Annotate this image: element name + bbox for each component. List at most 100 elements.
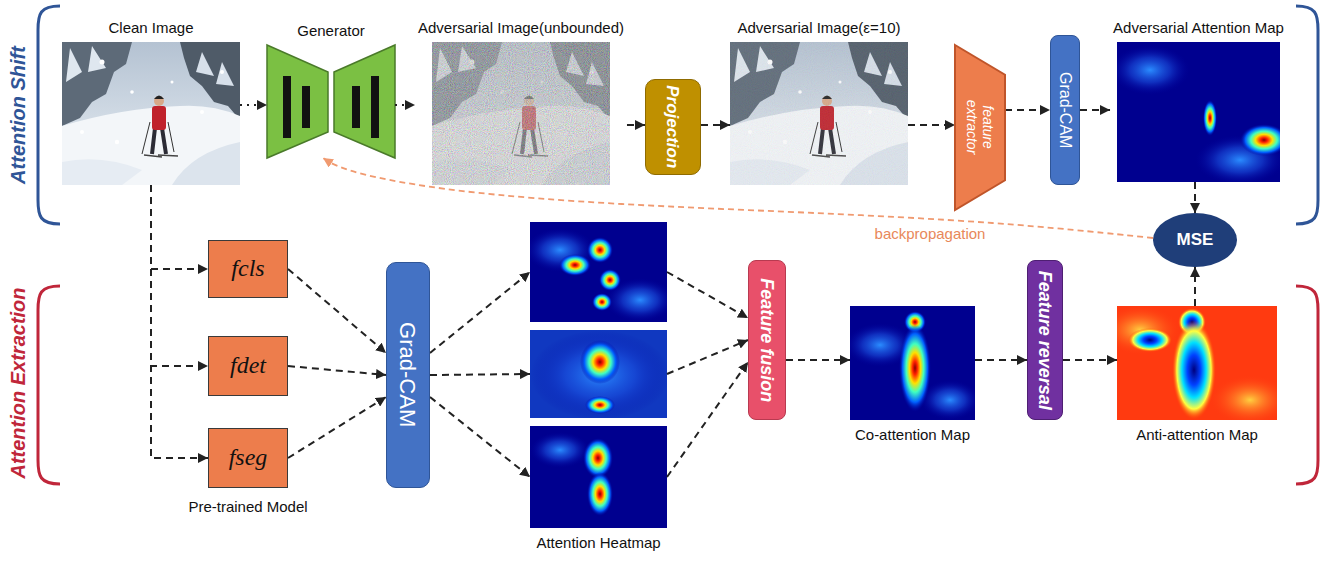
loss-ellipse: MSE	[1153, 213, 1237, 267]
illustration-part	[1117, 306, 1180, 355]
gradcam-box: Grad-CAM	[1050, 35, 1080, 185]
illustration-part	[1203, 100, 1217, 136]
box-label: fdet	[230, 352, 266, 380]
heatmap	[1117, 42, 1280, 182]
connector	[667, 272, 748, 318]
connector	[786, 359, 850, 361]
connector	[151, 185, 208, 458]
connector	[1005, 109, 1050, 111]
panel-title: Attention Heatmap	[536, 534, 660, 551]
connector	[667, 340, 748, 374]
illustration-part	[432, 42, 610, 185]
illustration-part	[38, 286, 60, 484]
generator-network: Generator	[267, 22, 395, 158]
illustration-part	[371, 76, 379, 138]
process-box: Feature fusion	[748, 260, 786, 420]
illustration-part	[583, 438, 613, 478]
box-label: fcls	[231, 255, 264, 283]
box-label: Grad-CAM	[1056, 72, 1074, 148]
heatmap	[530, 426, 667, 528]
connector	[627, 124, 645, 126]
illustration-part	[587, 472, 613, 516]
connector	[323, 158, 1153, 238]
noisy-image	[432, 42, 610, 185]
heatmap	[1117, 306, 1277, 420]
image-panel: Clean Image	[62, 19, 240, 185]
connector	[151, 185, 208, 366]
image-panel: Adversarial Image(ε=10)	[730, 19, 908, 185]
adversarial-image	[730, 42, 908, 185]
panel-title: Anti-attention Map	[1136, 426, 1258, 443]
section-label: Attention Shift	[7, 46, 30, 184]
section-label: Attention Extraction	[7, 287, 30, 478]
panel-title: Adversarial Image(unbounded)	[418, 19, 624, 36]
edge-label: backpropagation	[872, 225, 989, 242]
section-label-holder: Attention Shift	[7, 46, 30, 184]
connector	[908, 124, 955, 126]
illustration-part	[559, 254, 591, 276]
box-label: fseg	[229, 444, 268, 472]
process-box: Projection	[645, 79, 701, 174]
panel-title: Clean Image	[108, 19, 193, 36]
image-panel: Adversarial Image(unbounded)	[415, 19, 627, 185]
model-box: fcls	[208, 240, 288, 298]
connector	[430, 397, 530, 477]
model-box: fseg	[208, 428, 288, 488]
section-label-holder: Attention Extraction	[7, 287, 30, 478]
box-label: Feature reversal	[1035, 270, 1056, 409]
heatmap	[530, 222, 667, 322]
connector	[430, 374, 530, 375]
illustration-part	[730, 42, 908, 185]
connector	[288, 397, 386, 458]
illustration-part	[302, 86, 310, 128]
illustration-part	[1296, 286, 1318, 484]
illustration-part	[585, 396, 615, 414]
illustration-part	[1117, 45, 1190, 95]
panel-title: Adversarial Image(ε=10)	[737, 19, 900, 36]
caption-label-holder: Pre-trained Model	[188, 498, 307, 515]
connector	[1194, 182, 1196, 213]
illustration-part	[587, 237, 613, 263]
illustration-part	[334, 45, 395, 158]
illustration-part	[432, 42, 610, 185]
gradcam-box: Grad-CAM	[386, 262, 430, 488]
connector	[975, 359, 1027, 361]
box-label: Feature fusion	[757, 278, 778, 402]
box-label: MSE	[1177, 230, 1214, 250]
connector	[288, 366, 386, 375]
illustration-part	[1296, 6, 1318, 224]
model-box: fdet	[208, 336, 288, 396]
illustration-part	[38, 6, 60, 224]
heatmap-panel: Co-attention Map	[850, 306, 975, 443]
connector	[288, 269, 386, 353]
panel-title: Generator	[297, 22, 365, 39]
caption-label: Pre-trained Model	[188, 498, 307, 515]
heatmap-panel: Adversarial Attention Map	[1110, 19, 1287, 182]
illustration-part	[730, 42, 908, 185]
edge-label-holder: backpropagation	[872, 225, 989, 242]
heatmap-panel: Anti-attention Map	[1117, 306, 1277, 443]
connector	[151, 185, 208, 269]
connector	[430, 272, 530, 353]
illustration-part	[599, 269, 621, 291]
connector	[701, 124, 730, 126]
heatmap-group: Attention Heatmap	[530, 222, 667, 551]
box-label: feature extractor	[964, 78, 996, 178]
illustration-part	[592, 293, 612, 311]
box-label: Projection	[663, 85, 683, 168]
illustration-part	[1240, 124, 1280, 156]
process-box: Feature reversal	[1027, 260, 1063, 420]
connector	[240, 104, 267, 106]
trapezoid-outline	[955, 45, 1005, 210]
illustration-part	[1210, 375, 1277, 420]
connector	[1063, 359, 1117, 361]
illustration-part	[62, 42, 240, 185]
illustration-part	[283, 76, 291, 138]
illustration-part	[352, 86, 360, 128]
feature-extractor: feature extractor	[955, 45, 1005, 210]
illustration-part	[530, 330, 667, 418]
illustration-part	[530, 432, 590, 468]
connector	[1194, 267, 1196, 306]
